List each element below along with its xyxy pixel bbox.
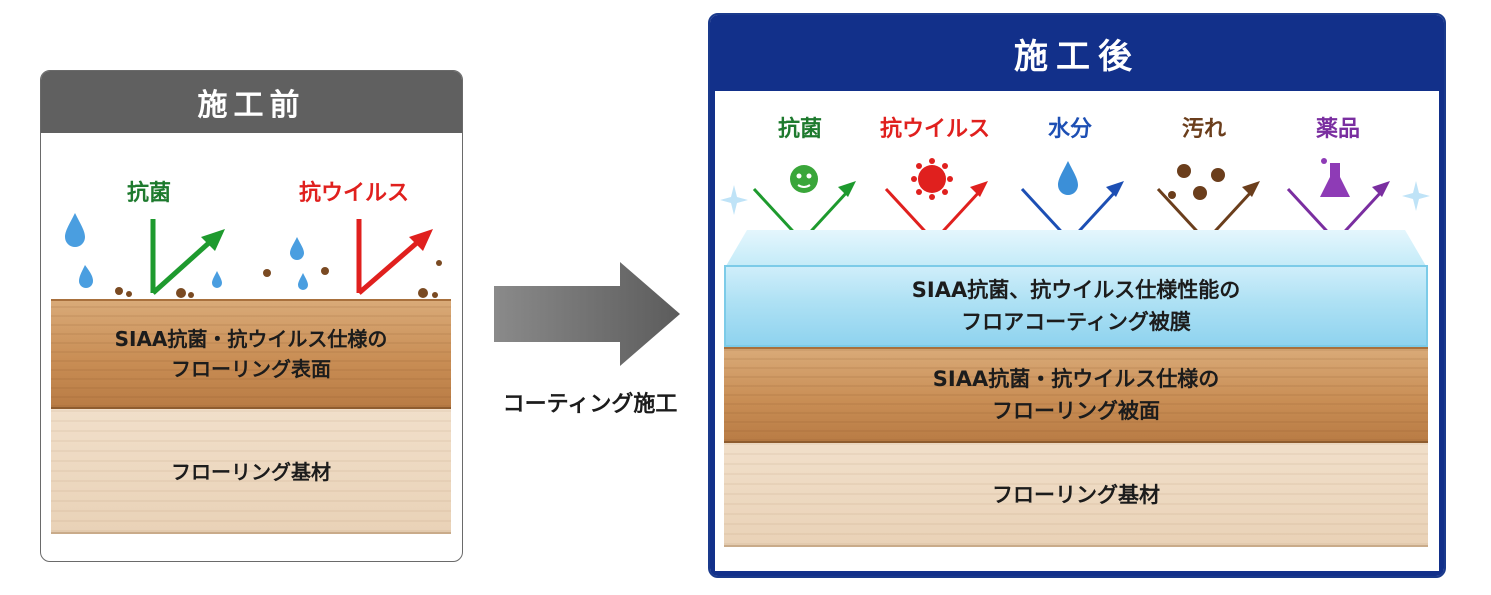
after-frame: [710, 91, 1444, 576]
before-surface-line2: フローリング表面: [171, 357, 331, 381]
after-water-label: 水分: [1048, 117, 1093, 142]
flask-icon: [1320, 158, 1350, 197]
before-antibacterial-label: 抗菌: [127, 181, 172, 206]
before-base-label: フローリング基材: [171, 460, 331, 484]
after-dirt-label: 汚れ: [1182, 117, 1227, 142]
antiviral-arrow-icon: [356, 219, 433, 295]
after-surface-layer: SIAA抗菌・抗ウイルス仕様の フローリング被面: [724, 347, 1428, 443]
after-title: 施工後: [710, 15, 1444, 91]
virus-icon: [911, 158, 953, 200]
before-surface-line1: SIAA抗菌・抗ウイルス仕様の: [114, 327, 388, 351]
sparkle-icon: [720, 181, 1430, 215]
antibacterial-arrow-icon: [150, 219, 225, 295]
after-panel: 施工後 抗菌 抗ウイルス 水分 汚れ 薬品: [708, 13, 1446, 578]
before-base-layer: フローリング基材: [51, 409, 451, 534]
after-antibacterial-label: 抗菌: [778, 117, 823, 142]
after-coating-layer: SIAA抗菌、抗ウイルス仕様性能の フロアコーティング被膜: [724, 265, 1428, 347]
after-surface-line1: SIAA抗菌・抗ウイルス仕様の: [932, 367, 1220, 391]
coating-top-face: [726, 230, 1426, 266]
bacteria-icon: [790, 165, 818, 193]
dirt-particle-icon: [1168, 164, 1225, 200]
after-base-layer: フローリング基材: [724, 443, 1428, 547]
process-arrow-icon: [494, 262, 680, 366]
after-surface-line2: フローリング被面: [992, 399, 1160, 423]
coating-line2: フロアコーティング被膜: [961, 310, 1191, 334]
after-chemical-label: 薬品: [1316, 117, 1361, 142]
coating-line1: SIAA抗菌、抗ウイルス仕様性能の: [911, 278, 1241, 302]
before-deflection-arrows: [65, 213, 442, 298]
before-antiviral-label: 抗ウイルス: [299, 181, 410, 206]
water-droplet-icon: [1058, 161, 1078, 195]
after-base-label: フローリング基材: [992, 483, 1160, 507]
dirt-particle-icon: [115, 260, 442, 298]
before-surface-layer: SIAA抗菌・抗ウイルス仕様の フローリング表面: [51, 299, 451, 409]
before-title: 施工前: [41, 71, 462, 133]
before-panel: 施工前 抗菌 抗ウイルス: [40, 70, 463, 562]
after-antiviral-label: 抗ウイルス: [880, 117, 991, 142]
process-label: コーティング施工: [502, 392, 678, 417]
water-droplet-icon: [65, 213, 308, 290]
